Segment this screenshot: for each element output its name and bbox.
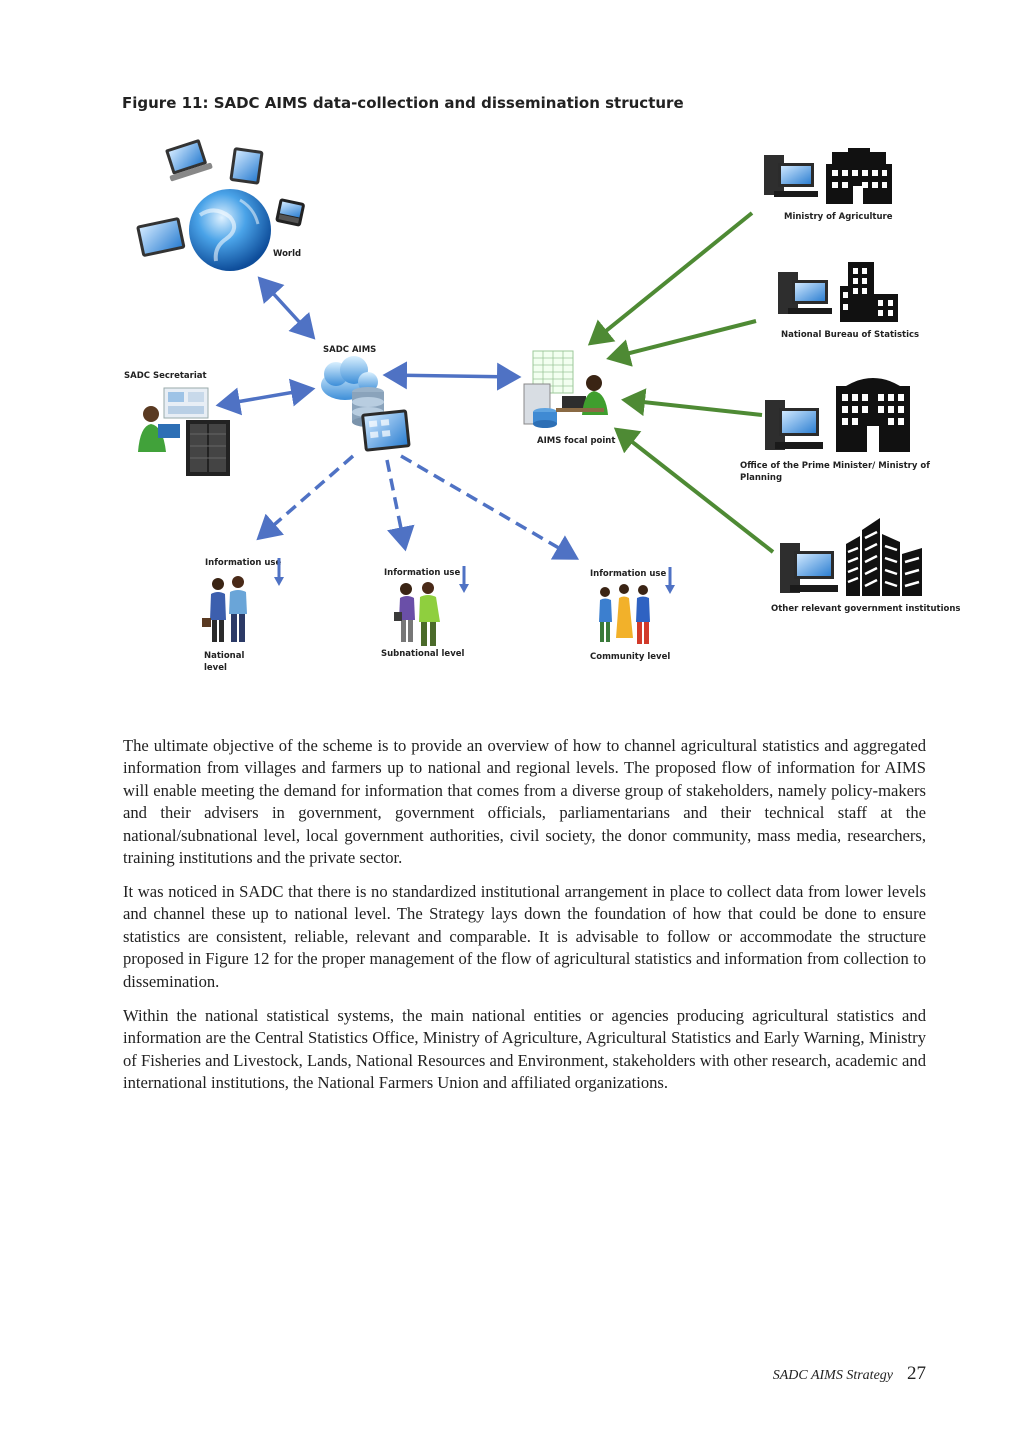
paragraph-2: It was noticed in SADC that there is no … <box>123 882 926 991</box>
arrow-ministry-to-focal <box>587 211 754 346</box>
arrow-down-icon <box>459 566 469 593</box>
footer-title: SADC AIMS Strategy <box>772 1368 893 1383</box>
ministry-agriculture-node: Ministry of Agriculture <box>764 148 893 222</box>
arrow-secretariat-aims <box>215 378 316 416</box>
laptop-icon <box>165 139 213 182</box>
page-number: 27 <box>907 1363 926 1384</box>
national-bureau-label: National Bureau of Statistics <box>781 330 919 340</box>
arrow-down-icon <box>665 567 675 594</box>
national-level-label-line1: National <box>204 651 244 661</box>
subnational-level-label: Subnational level <box>381 649 465 659</box>
paragraph-3: Within the national statistical systems,… <box>123 1006 926 1093</box>
community-level-label: Community level <box>590 652 670 662</box>
building-icon <box>840 262 898 322</box>
national-level-node: Information use National level <box>202 558 284 673</box>
ministry-agriculture-label: Ministry of Agriculture <box>784 212 893 222</box>
national-level-label-line2: level <box>204 663 227 673</box>
aims-focal-point-node: AIMS focal point <box>523 350 615 446</box>
info-use-label: Information use <box>590 569 666 579</box>
computer-icon <box>523 383 557 428</box>
arrow-to-subnational <box>385 459 415 552</box>
sadc-secretariat-node: SADC Secretariat <box>124 371 230 476</box>
office-pm-label-line2: Planning <box>740 473 782 483</box>
server-icon <box>186 420 230 476</box>
globe-icon <box>189 189 271 271</box>
blue-dashed-arrows <box>256 454 580 560</box>
people-icon <box>599 584 650 644</box>
sadc-aims-node: SADC AIMS <box>321 345 411 452</box>
computer-icon <box>780 543 838 593</box>
other-gov-label: Other relevant government institutions <box>771 604 960 614</box>
arrow-down-icon <box>274 558 284 586</box>
arrow-to-national <box>256 454 355 541</box>
computer-icon <box>778 272 832 314</box>
phone-icon <box>275 198 305 227</box>
building-icon <box>846 518 922 596</box>
world-label: World <box>273 249 301 259</box>
building-icon <box>826 148 892 204</box>
blue-double-arrows <box>215 276 522 416</box>
arrow-to-community <box>400 454 580 560</box>
structure-diagram: World SADC AIMS SADC Secretariat <box>124 139 960 673</box>
paragraph-1: The ultimate objective of the scheme is … <box>123 736 926 868</box>
arrow-other-to-focal <box>613 427 775 554</box>
tablet-icon <box>229 147 264 185</box>
arrow-aims-focal-point <box>382 361 522 391</box>
people-icon <box>202 576 247 642</box>
subnational-level-node: Information use Subnational level <box>381 566 469 659</box>
building-icon <box>836 378 910 452</box>
person-at-computer-icon <box>556 375 608 415</box>
office-pm-node: Office of the Prime Minister/ Ministry o… <box>740 378 930 483</box>
arrow-world-aims <box>257 276 316 340</box>
sadc-secretariat-label: SADC Secretariat <box>124 371 207 381</box>
info-use-label: Information use <box>205 558 281 568</box>
green-arrows <box>587 211 775 554</box>
arrow-bureau-to-focal <box>606 319 757 367</box>
arrow-pm-to-focal <box>621 388 763 417</box>
office-pm-label-line1: Office of the Prime Minister/ Ministry o… <box>740 461 930 471</box>
sadc-aims-label: SADC AIMS <box>323 345 376 355</box>
national-bureau-node: National Bureau of Statistics <box>778 262 919 340</box>
other-gov-node: Other relevant government institutions <box>771 518 960 614</box>
person-at-computer-icon <box>138 406 180 452</box>
tablet-icon <box>136 217 186 257</box>
figure-title: Figure 11: SADC AIMS data-collection and… <box>122 94 684 112</box>
world-node: World <box>136 139 305 271</box>
community-level-node: Information use Community level <box>590 567 675 662</box>
people-icon <box>394 582 440 646</box>
tablet-icon <box>361 409 411 452</box>
info-use-label: Information use <box>384 568 460 578</box>
aims-focal-point-label: AIMS focal point <box>537 436 615 446</box>
page-footer: SADC AIMS Strategy 27 <box>773 1363 926 1385</box>
computer-icon <box>765 400 823 450</box>
computer-icon <box>764 155 818 197</box>
